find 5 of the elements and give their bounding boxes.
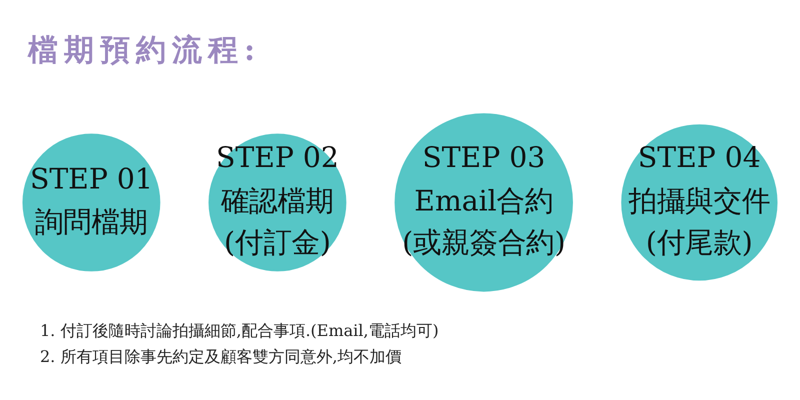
title: 檔期預約流程:: [28, 32, 262, 70]
note-text: 2. 所有項目除事先約定及顧客雙方同意外,均不加價: [40, 346, 402, 368]
node-circle: STEP 04 拍攝與交件 (付尾款): [621, 124, 778, 281]
node-circle: STEP 01 詢問檔期: [22, 134, 160, 272]
note-text: 1. 付訂後隨時討論拍攝細節,配合事項.(Email,電話均可): [40, 320, 439, 342]
